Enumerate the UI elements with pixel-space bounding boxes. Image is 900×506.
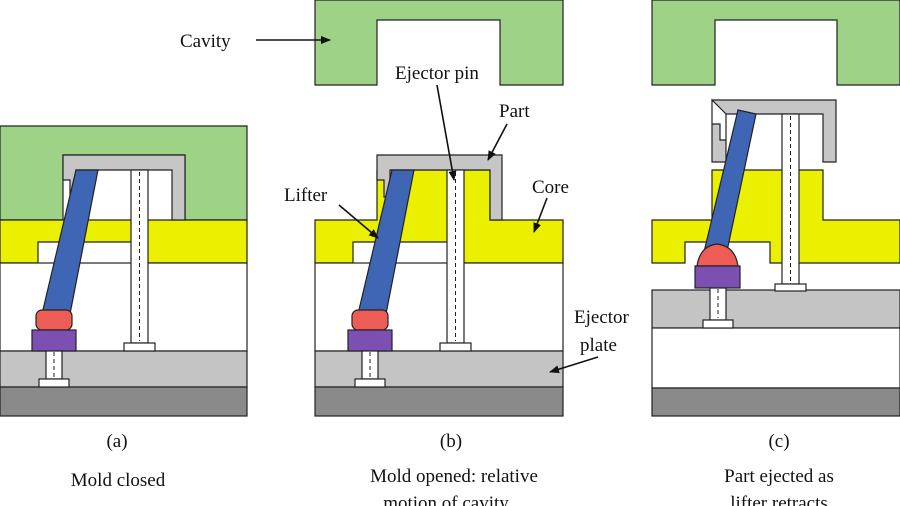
panel-c-base-plate [651,387,900,417]
panel-a-ejector-plate [0,350,248,388]
panel-c-ejector-pin-head [774,283,807,292]
label-cavity: Cavity [180,31,231,52]
panel-c-lifter-block [694,265,741,289]
panel-c-caption-line1: Part ejected as [724,466,834,487]
panel-c-tag: (c) [768,431,789,452]
leader-ejector-plate [549,356,599,374]
panel-b-base-plate [314,386,564,417]
panel-a-lifter-block [31,329,77,352]
panel-b [314,0,564,417]
panel-a-caption: Mold closed [71,470,166,491]
panel-a-tag: (a) [106,431,127,452]
label-ejector-plate-line1: Ejector [574,307,630,328]
leader-ejector-pin [436,84,457,181]
panel-b-guide-rod-head [354,378,386,388]
panel-b-caption-line2: motion of cavity [383,493,509,506]
panel-b-part [376,154,503,221]
panel-b-ejector-plate [314,350,564,388]
panel-a-base-plate [0,386,248,417]
panel-c-core [651,169,900,264]
panel-a-ejector-pin-head [123,342,156,352]
panel-b-tag: (b) [440,431,462,452]
panel-b-ejector-pin-head [439,342,472,352]
panel-a-guide-rod-head [38,378,70,388]
label-ejector-plate-line2: plate [580,335,617,356]
panel-c-ejector-plate [651,289,900,329]
panel-b-lifter-head [351,309,389,331]
panel-b-caption-line1: Mold opened: relative [370,466,538,487]
panel-c-clearance [651,327,900,389]
panel-c-part [711,98,837,163]
leader-core [533,197,548,233]
label-ejector-pin: Ejector pin [395,63,479,84]
panel-c [651,0,900,417]
panel-a-lifter-head [35,309,73,331]
panel-c-cavity [651,0,900,86]
panel-a [0,125,248,417]
panel-c-lifter-head [696,243,739,267]
leader-lifter [338,204,379,239]
panel-a-cavity [0,125,248,221]
panel-c-caption-line2: lifter retracts [730,493,828,506]
panel-c-guide-rod-head [702,319,734,329]
leader-part [487,123,508,161]
label-part: Part [499,101,530,122]
panel-a-core [0,219,248,264]
panel-b-cavity [314,0,564,86]
label-core: Core [532,177,569,198]
label-lifter: Lifter [284,185,328,206]
panel-b-lifter-block [347,329,393,352]
